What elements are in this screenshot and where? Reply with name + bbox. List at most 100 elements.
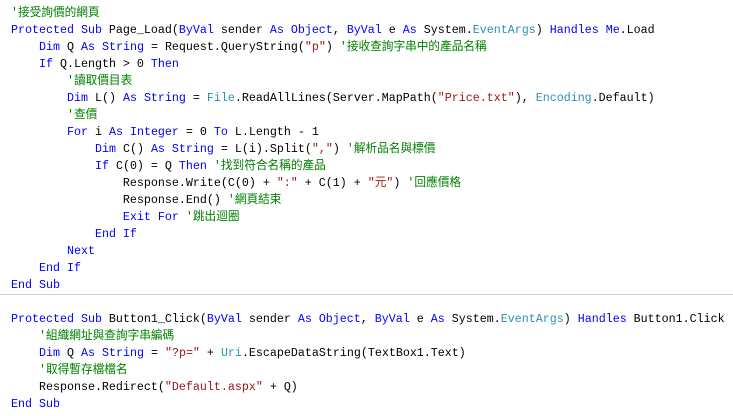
string-token: "?p=": [164, 346, 200, 360]
code-token: L.Length - 1: [227, 125, 319, 139]
code-editor[interactable]: '接受詢價的網頁 Protected Sub Page_Load(ByVal se…: [11, 5, 733, 413]
string-token: "p": [304, 40, 326, 54]
code-line[interactable]: Protected Sub Page_Load(ByVal sender As …: [11, 22, 733, 39]
keyword-token: As Integer: [108, 125, 179, 139]
code-line[interactable]: End Sub: [11, 277, 733, 294]
code-token: Button1.Click: [626, 312, 725, 326]
keyword-token: As: [402, 23, 417, 37]
keyword-token: As Object: [297, 312, 361, 326]
keyword-token: As Object: [269, 23, 333, 37]
code-line[interactable]: End Sub: [11, 396, 733, 413]
keyword-token: Dim: [38, 40, 60, 54]
code-token: [11, 57, 39, 71]
string-token: "元": [367, 176, 394, 190]
code-token: Q: [59, 40, 81, 54]
code-token: .Load: [619, 23, 655, 37]
keyword-token: Exit For: [122, 210, 179, 224]
code-token: i: [87, 125, 109, 139]
code-line[interactable]: If C(0) = Q Then '找到符合名稱的產品: [11, 158, 733, 175]
code-line[interactable]: Response.Write(C(0) + ":" + C(1) + "元") …: [11, 175, 733, 192]
keyword-token: Dim: [66, 91, 88, 105]
keyword-token: End If: [94, 227, 137, 241]
code-token: [207, 159, 214, 173]
code-token: ),: [514, 91, 536, 105]
keyword-token: Then: [178, 159, 207, 173]
keyword-token: Handles: [577, 312, 627, 326]
keyword-token: Handles Me: [549, 23, 620, 37]
code-line[interactable]: If Q.Length > 0 Then: [11, 56, 733, 73]
code-line[interactable]: Dim C() As String = L(i).Split(",") '解析品…: [11, 141, 733, 158]
string-token: "Price.txt": [437, 91, 515, 105]
code-token: [11, 142, 95, 156]
code-token: = Request.QueryString(: [143, 40, 305, 54]
code-line[interactable]: Dim L() As String = File.ReadAllLines(Se…: [11, 90, 733, 107]
code-token: [11, 346, 39, 360]
string-token: ",": [311, 142, 333, 156]
code-line[interactable]: '接受詢價的網頁: [11, 5, 733, 22]
code-token: C(0) = Q: [108, 159, 179, 173]
type-token: File: [206, 91, 235, 105]
code-line[interactable]: For i As Integer = 0 To L.Length - 1: [11, 124, 733, 141]
string-token: "Default.aspx": [164, 380, 263, 394]
comment-token: '組織網址與查詢字串編碼: [38, 329, 175, 343]
code-line[interactable]: End If: [11, 226, 733, 243]
comment-token: '接收查詢字串中的產品名稱: [339, 40, 487, 54]
keyword-token: As String: [122, 91, 186, 105]
code-token: .Default): [591, 91, 655, 105]
keyword-token: ByVal: [206, 312, 242, 326]
keyword-token: As String: [150, 142, 214, 156]
code-token: Response.Write(C(0) +: [11, 176, 277, 190]
code-line[interactable]: Response.End() '網頁結束: [11, 192, 733, 209]
code-line[interactable]: '查價: [11, 107, 733, 124]
code-line[interactable]: Exit For '跳出迴圈: [11, 209, 733, 226]
code-line[interactable]: '讀取價目表: [11, 73, 733, 90]
keyword-token: As String: [80, 346, 144, 360]
code-token: [11, 159, 95, 173]
comment-token: '網頁結束: [227, 193, 282, 207]
keyword-token: ByVal: [178, 23, 214, 37]
type-token: Encoding: [535, 91, 592, 105]
code-line[interactable]: [11, 294, 733, 311]
code-token: L(): [87, 91, 123, 105]
keyword-token: As String: [80, 40, 144, 54]
comment-token: '取得暫存檔檔名: [38, 363, 128, 377]
code-token: C(): [115, 142, 151, 156]
code-token: [11, 91, 67, 105]
keyword-token: End If: [38, 261, 81, 275]
code-line[interactable]: Protected Sub Button1_Click(ByVal sender…: [11, 311, 733, 328]
type-token: EventArgs: [500, 312, 564, 326]
code-line[interactable]: Dim Q As String = "?p=" + Uri.EscapeData…: [11, 345, 733, 362]
comment-token: '跳出迴圈: [185, 210, 240, 224]
code-token: =: [185, 91, 207, 105]
code-line[interactable]: End If: [11, 260, 733, 277]
keyword-token: Protected Sub: [11, 312, 102, 326]
code-token: e: [381, 23, 403, 37]
code-line[interactable]: '取得暫存檔檔名: [11, 362, 733, 379]
code-token: Response.Redirect(: [11, 380, 165, 394]
type-token: EventArgs: [472, 23, 536, 37]
code-token: .ReadAllLines(Server.MapPath(: [234, 91, 438, 105]
keyword-token: Protected Sub: [11, 23, 102, 37]
keyword-token: Then: [150, 57, 179, 71]
code-token: .EscapeDataString(TextBox1.Text): [241, 346, 466, 360]
code-token: [11, 329, 39, 343]
code-token: sender: [241, 312, 298, 326]
code-line[interactable]: Response.Redirect("Default.aspx" + Q): [11, 379, 733, 396]
keyword-token: ByVal: [346, 23, 382, 37]
keyword-token: End Sub: [11, 278, 60, 292]
code-token: ): [325, 40, 340, 54]
code-line[interactable]: Next: [11, 243, 733, 260]
keyword-token: If: [94, 159, 109, 173]
string-token: ":": [276, 176, 298, 190]
code-token: sender: [213, 23, 270, 37]
code-line[interactable]: '組織網址與查詢字串編碼: [11, 328, 733, 345]
code-token: [11, 108, 67, 122]
comment-token: '接受詢價的網頁: [11, 6, 100, 20]
keyword-token: End Sub: [11, 397, 60, 411]
code-token: e: [409, 312, 431, 326]
method-separator: [0, 294, 733, 295]
code-token: [11, 363, 39, 377]
code-line[interactable]: Dim Q As String = Request.QueryString("p…: [11, 39, 733, 56]
comment-token: '找到符合名稱的產品: [213, 159, 326, 173]
code-token: Response.End(): [11, 193, 228, 207]
